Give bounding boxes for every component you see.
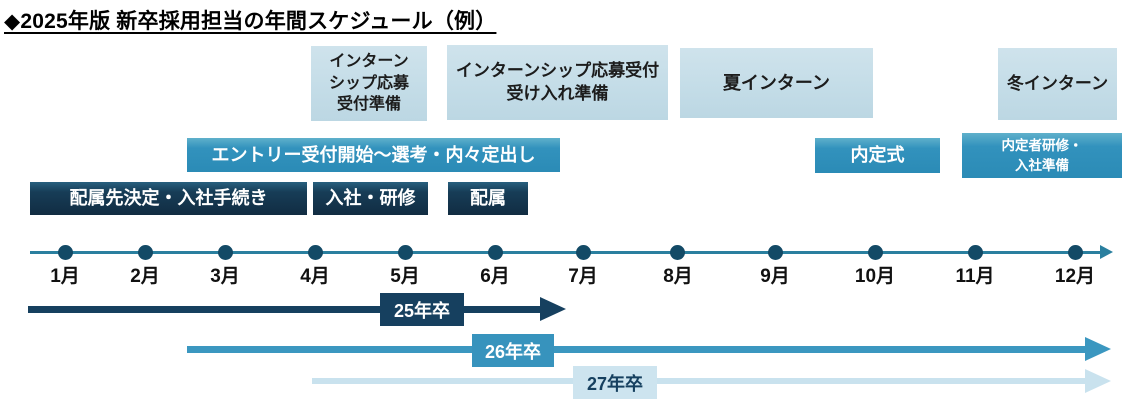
box-internship-application-accept: インターンシップ応募受付 受け入れ準備 xyxy=(447,45,668,120)
month-dot xyxy=(1068,245,1083,260)
month-label: 9月 xyxy=(760,266,790,287)
month-label: 8月 xyxy=(663,266,693,287)
month-dot xyxy=(968,245,983,260)
cohort-label-27: 27年卒 xyxy=(573,366,657,399)
month-dot xyxy=(488,245,503,260)
month-label: 1月 xyxy=(50,266,80,287)
cohort-arrowhead-25-icon xyxy=(540,297,566,321)
month-label: 11月 xyxy=(955,266,995,287)
box-summer-intern: 夏インターン xyxy=(680,48,873,118)
month-label: 6月 xyxy=(480,266,510,287)
timeline-axis-arrowhead-icon xyxy=(1100,245,1113,259)
box-assignment-decision: 配属先決定・入社手続き xyxy=(30,182,307,215)
month-dot xyxy=(768,245,783,260)
cohort-arrowhead-27-icon xyxy=(1085,369,1111,393)
month-label: 5月 xyxy=(390,266,420,287)
box-internship-application-prep: インターン シップ応募 受付準備 xyxy=(311,46,427,121)
box-assignment: 配属 xyxy=(448,182,528,215)
month-label: 2月 xyxy=(130,266,160,287)
month-dot xyxy=(670,245,685,260)
month-dot xyxy=(868,245,883,260)
timeline-axis xyxy=(30,251,1102,254)
page-title: ◆2025年版 新卒採用担当の年間スケジュール（例） xyxy=(4,10,497,33)
month-dot xyxy=(218,245,233,260)
month-label: 7月 xyxy=(568,266,598,287)
cohort-arrow-25 xyxy=(28,306,542,313)
box-winter-intern: 冬インターン xyxy=(998,48,1117,120)
cohort-label-26: 26年卒 xyxy=(472,334,554,367)
cohort-arrowhead-26-icon xyxy=(1085,337,1111,361)
box-entry-selection: エントリー受付開始～選考・内々定出し xyxy=(187,138,560,172)
month-dot xyxy=(398,245,413,260)
month-label: 4月 xyxy=(300,266,330,287)
cohort-label-25: 25年卒 xyxy=(380,293,464,326)
cohort-arrow-27 xyxy=(312,378,1087,384)
month-dot xyxy=(576,245,591,260)
month-dot xyxy=(308,245,323,260)
month-dot xyxy=(138,245,153,260)
month-label: 3月 xyxy=(210,266,240,287)
month-dot xyxy=(58,245,73,260)
box-naitei-ceremony: 内定式 xyxy=(815,138,940,173)
box-naitei-training: 内定者研修・ 入社準備 xyxy=(962,133,1122,178)
month-label: 10月 xyxy=(854,266,896,287)
cohort-arrow-26 xyxy=(187,346,1087,353)
month-label: 12月 xyxy=(1054,266,1096,287)
box-joining-training: 入社・研修 xyxy=(313,182,428,215)
